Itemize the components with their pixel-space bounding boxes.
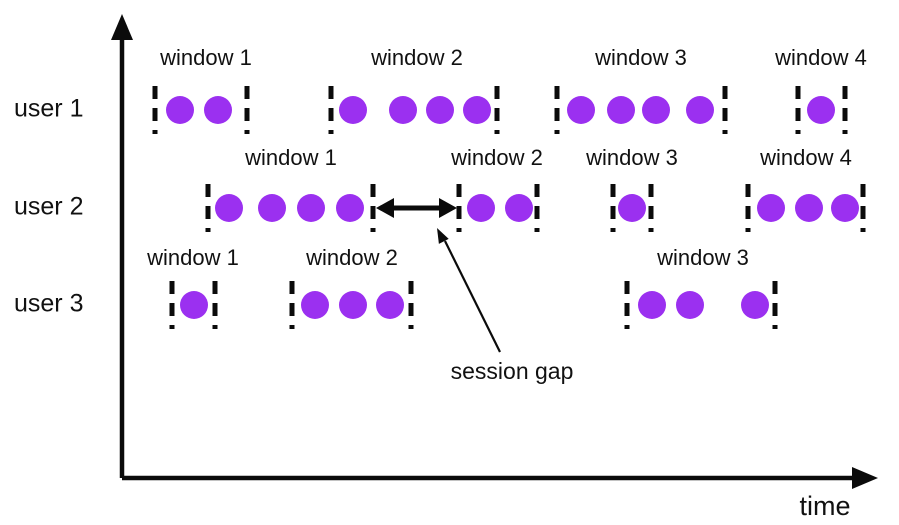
event-dot[interactable]: [505, 194, 533, 222]
session-gap-arrowhead-left-icon: [376, 198, 394, 218]
user-label-2: user 2: [14, 193, 83, 221]
window-group[interactable]: window 2: [289, 245, 414, 329]
user-label-3: user 3: [14, 290, 83, 318]
event-dot[interactable]: [463, 96, 491, 124]
event-dot[interactable]: [339, 291, 367, 319]
event-dot[interactable]: [607, 96, 635, 124]
user-label-1: user 1: [14, 95, 83, 123]
annotations-group: session gap: [376, 198, 573, 384]
window-group[interactable]: window 4: [745, 145, 866, 232]
event-dot[interactable]: [618, 194, 646, 222]
event-dot[interactable]: [215, 194, 243, 222]
x-axis-label: time: [799, 491, 850, 521]
window-group[interactable]: window 4: [774, 45, 867, 134]
event-dot[interactable]: [336, 194, 364, 222]
event-dot[interactable]: [795, 194, 823, 222]
event-dot[interactable]: [741, 291, 769, 319]
event-dot[interactable]: [376, 291, 404, 319]
window-label: window 1: [244, 145, 337, 170]
window-group[interactable]: window 2: [450, 145, 543, 232]
event-dot[interactable]: [301, 291, 329, 319]
window-label: window 1: [159, 45, 252, 70]
event-dot[interactable]: [426, 96, 454, 124]
window-label: window 2: [450, 145, 543, 170]
event-dot[interactable]: [180, 291, 208, 319]
axes-group: time: [111, 14, 878, 521]
annotation-session-gap: session gap: [376, 198, 573, 384]
window-label: window 4: [774, 45, 867, 70]
y-axis-arrowhead-icon: [111, 14, 133, 40]
event-dot[interactable]: [686, 96, 714, 124]
event-dot[interactable]: [166, 96, 194, 124]
session-gap-pointer-line: [444, 240, 501, 353]
event-dot[interactable]: [204, 96, 232, 124]
user-row-1: user 1 window 1 window 2 window 3 window 4: [14, 45, 867, 134]
window-group[interactable]: window 1: [205, 145, 376, 232]
window-group[interactable]: window 3: [585, 145, 678, 232]
user-row-2: user 2 window 1 window 2 window 3 window 4: [14, 145, 866, 232]
window-label: window 2: [370, 45, 463, 70]
session-gap-label: session gap: [451, 358, 574, 384]
window-group[interactable]: window 3: [554, 45, 728, 134]
event-dot[interactable]: [831, 194, 859, 222]
window-group[interactable]: window 1: [146, 245, 239, 329]
event-dot[interactable]: [339, 96, 367, 124]
event-dot[interactable]: [676, 291, 704, 319]
event-dot[interactable]: [642, 96, 670, 124]
event-dot[interactable]: [467, 194, 495, 222]
window-label: window 3: [594, 45, 687, 70]
window-label: window 3: [656, 245, 749, 270]
window-label: window 2: [305, 245, 398, 270]
window-group[interactable]: window 3: [624, 245, 778, 329]
window-group[interactable]: window 2: [328, 45, 500, 134]
event-dot[interactable]: [638, 291, 666, 319]
session-gap-pointer-arrowhead-icon: [437, 228, 449, 244]
event-dot[interactable]: [297, 194, 325, 222]
event-dot[interactable]: [757, 194, 785, 222]
window-group[interactable]: window 1: [152, 45, 252, 134]
x-axis-arrowhead-icon: [852, 467, 878, 489]
session-gap-arrowhead-right-icon: [439, 198, 457, 218]
user-row-3: user 3 window 1 window 2 window 3: [14, 245, 778, 329]
event-dot[interactable]: [807, 96, 835, 124]
event-dot[interactable]: [567, 96, 595, 124]
event-dot[interactable]: [258, 194, 286, 222]
window-label: window 3: [585, 145, 678, 170]
window-label: window 4: [759, 145, 852, 170]
window-label: window 1: [146, 245, 239, 270]
event-dot[interactable]: [389, 96, 417, 124]
